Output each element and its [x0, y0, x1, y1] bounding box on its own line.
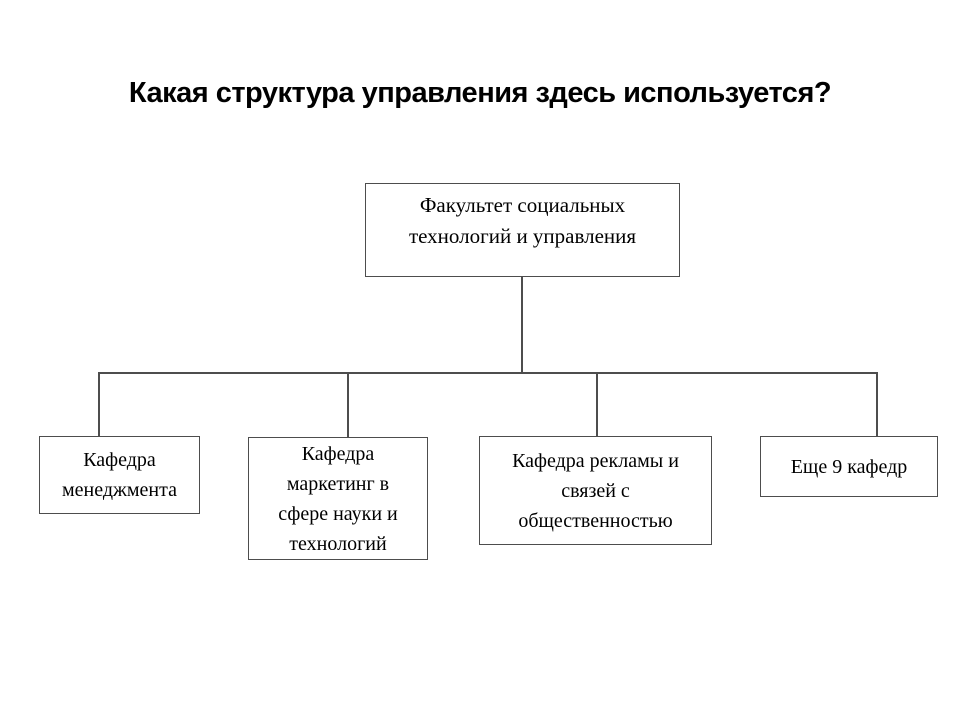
- slide-title: Какая структура управления здесь использ…: [128, 77, 832, 109]
- org-box-dept-other: Еще 9 кафедр: [760, 436, 938, 497]
- connector-root-stem: [521, 277, 523, 373]
- connector-drop-advertising: [596, 373, 598, 436]
- connector-drop-other: [876, 373, 878, 436]
- connector-drop-management: [98, 373, 100, 436]
- connector-horizontal-bus: [98, 372, 878, 374]
- org-box-dept-other-label: Еще 9 кафедр: [790, 455, 908, 478]
- connector-drop-marketing: [347, 373, 349, 437]
